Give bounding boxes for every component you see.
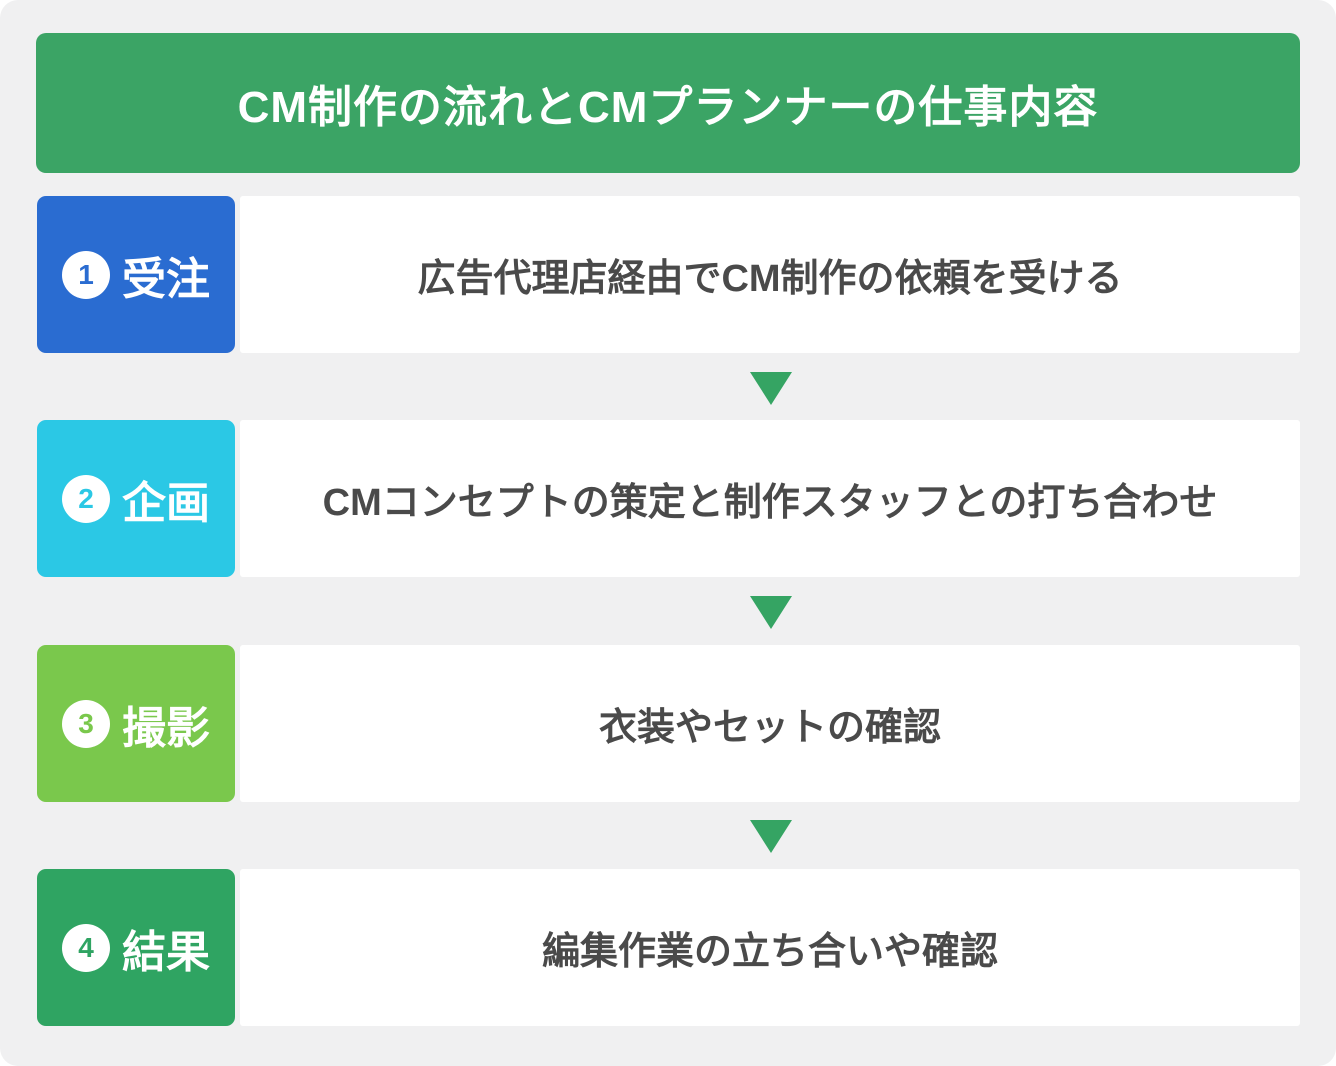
step-label: 結果 [122,927,210,977]
step-label: 撮影 [122,703,210,753]
step-row-shooting: 3 撮影 衣装やセットの確認 [37,645,1300,802]
header-banner: CM制作の流れとCMプランナーの仕事内容 [36,33,1300,173]
step-label: 企画 [122,478,210,528]
step-label: 受注 [122,254,210,304]
step-row-result: 4 結果 編集作業の立ち合いや確認 [37,869,1300,1026]
step-content-box: 衣装やセットの確認 [240,645,1300,802]
step-content-box: 編集作業の立ち合いや確認 [240,869,1300,1026]
step-description: 編集作業の立ち合いや確認 [541,931,998,973]
step-row-planning: 2 企画 CMコンセプトの策定と制作スタッフとの打ち合わせ [37,420,1300,577]
step-label-box-planning: 2 企画 [37,420,235,577]
down-arrow-icon [750,820,792,853]
step-label-box-shooting: 3 撮影 [37,645,235,802]
step-description: 衣装やセットの確認 [598,707,941,749]
step-label-box-order: 1 受注 [37,196,235,353]
page-title: CM制作の流れとCMプランナーの仕事内容 [237,83,1099,132]
step-description: 広告代理店経由でCM制作の依頼を受ける [417,258,1123,300]
step-content-box: CMコンセプトの策定と制作スタッフとの打ち合わせ [240,420,1300,577]
step-description: CMコンセプトの策定と制作スタッフとの打ち合わせ [322,482,1218,524]
step-row-order: 1 受注 広告代理店経由でCM制作の依頼を受ける [37,196,1300,353]
step-label-box-result: 4 結果 [37,869,235,1026]
down-arrow-icon [750,372,792,405]
step-number-badge: 4 [62,923,110,972]
step-number-badge: 3 [62,699,110,748]
step-number-badge: 2 [62,474,110,523]
step-number-badge: 1 [62,250,110,299]
down-arrow-icon [750,596,792,629]
step-content-box: 広告代理店経由でCM制作の依頼を受ける [240,196,1300,353]
